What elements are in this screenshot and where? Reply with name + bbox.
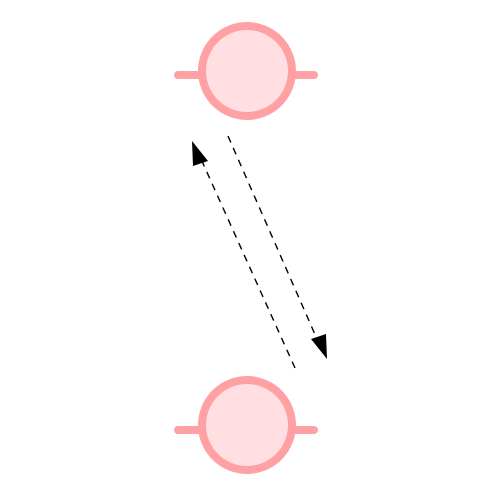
top-node (174, 22, 318, 120)
edge-top-to-bottom-arrowhead-icon (311, 334, 327, 359)
edge-bottom-to-top (192, 141, 296, 369)
bottom-node (174, 376, 318, 474)
top-node-circle (198, 22, 296, 120)
edge-top-to-bottom-line (227, 135, 318, 340)
edge-bottom-to-top-line (200, 158, 296, 369)
edge-top-to-bottom (227, 135, 327, 359)
edge-bottom-to-top-arrowhead-icon (192, 141, 208, 166)
bottom-node-circle (198, 376, 296, 474)
